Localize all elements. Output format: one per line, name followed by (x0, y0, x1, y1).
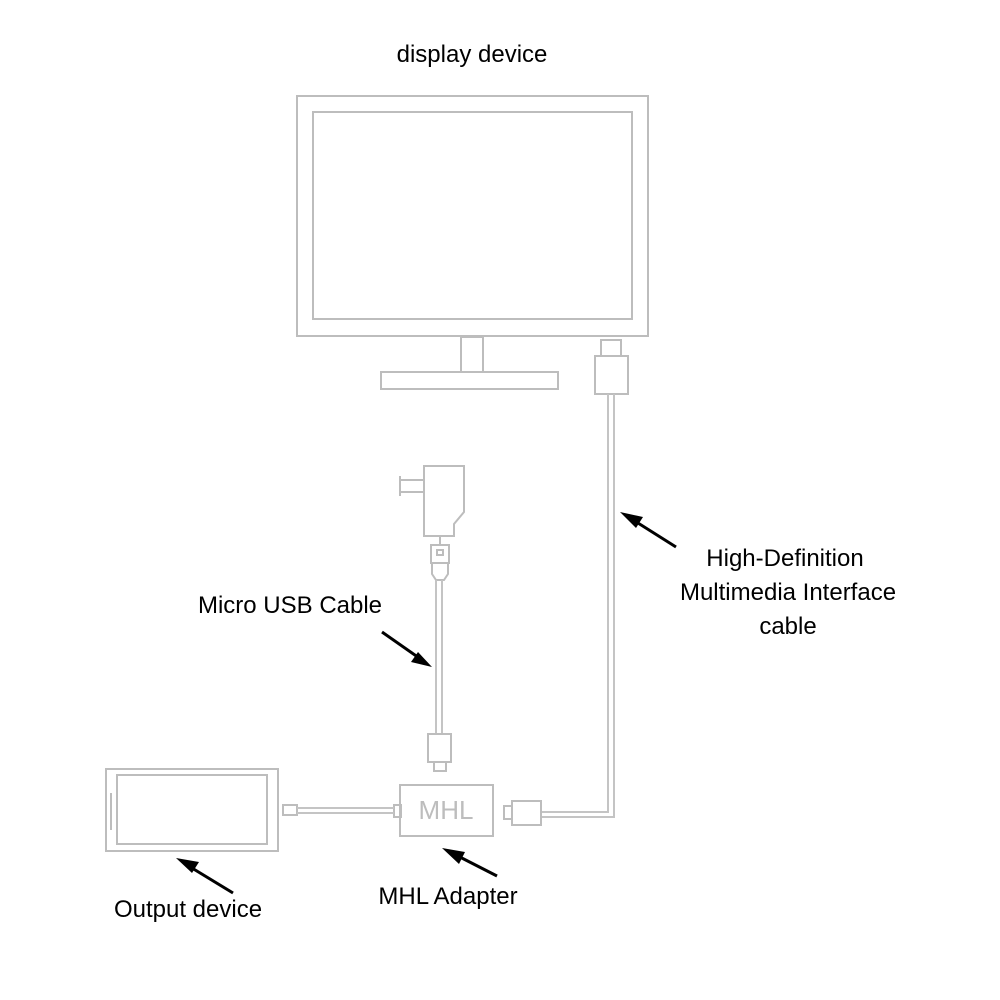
phone-cable-wire (297, 807, 394, 814)
output-device-arrow (176, 858, 234, 895)
hdmi-adapter-plug-tip (503, 805, 513, 820)
mhl-adapter-text: MHL (419, 795, 474, 825)
power-adapter (399, 465, 465, 581)
power-adapter-prongs (399, 476, 424, 496)
hdmi-adapter-plug-body (511, 800, 542, 826)
mhl-adapter: MHL (393, 784, 494, 837)
display-device-label: display device (397, 41, 548, 68)
micro-usb-cable-label: Micro USB Cable (198, 592, 382, 619)
monitor-neck (460, 336, 484, 373)
output-device (105, 768, 394, 852)
micro-usb-plug-tip (433, 761, 447, 772)
hdmi-cable-label-line1: High-Definition (706, 545, 863, 572)
hdmi-cable-wire (541, 394, 609, 813)
hdmi-cable-arrow (620, 512, 677, 549)
phone-usb-plug (282, 804, 298, 816)
hdmi-connector-tip (600, 339, 622, 357)
hdmi-connector-body (594, 355, 629, 395)
monitor-stand-base (380, 371, 559, 390)
mhl-adapter-port (393, 804, 402, 818)
hdmi-cable (503, 339, 629, 826)
hdmi-cable-label-line3: cable (759, 613, 816, 640)
usb-a-plug (430, 544, 450, 564)
mhl-adapter-label: MHL Adapter (378, 883, 517, 910)
mhl-adapter-box (399, 784, 494, 837)
phone-screen (116, 774, 268, 845)
usb-a-plug-neck (431, 563, 449, 581)
monitor-bezel (296, 95, 649, 337)
mhl-adapter-arrow (442, 848, 498, 878)
usb-a-plug-contact (436, 549, 444, 556)
micro-usb-cable-arrow (381, 630, 432, 667)
hdmi-cable-label-line2: Multimedia Interface (680, 579, 896, 606)
hdmi-cable-wire-inner (541, 394, 615, 818)
monitor-screen (312, 111, 633, 320)
power-adapter-body (423, 465, 465, 537)
display-device (296, 95, 649, 390)
micro-usb-cable (427, 580, 452, 772)
phone-body (105, 768, 279, 852)
micro-usb-plug-body (427, 733, 452, 763)
output-device-label: Output device (114, 896, 262, 923)
